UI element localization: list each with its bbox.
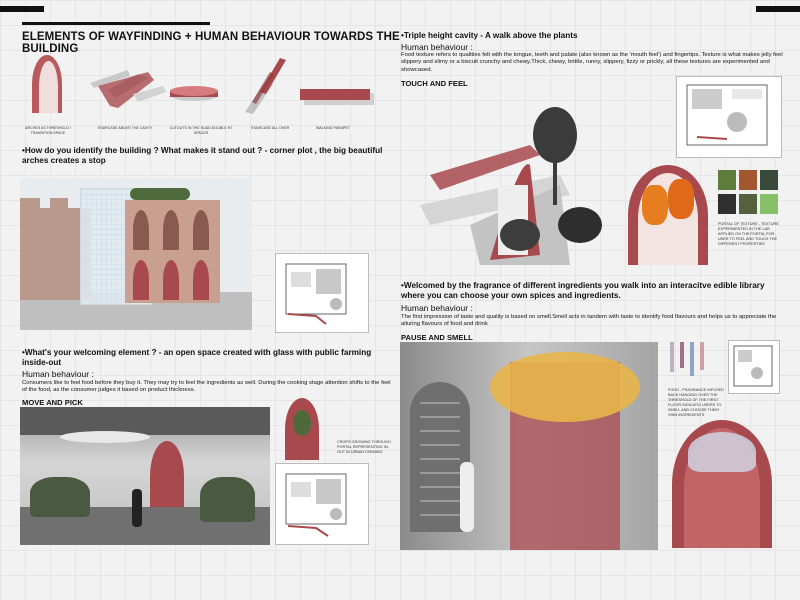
staircase-all-over-diagram [245, 58, 286, 114]
corner-bar-left [0, 6, 44, 12]
interior-render [20, 407, 270, 545]
corner-bar-right [756, 6, 800, 12]
page-title: ELEMENTS OF WAYFINDING + HUMAN BEHAVIOUR… [22, 31, 400, 55]
fragrance-subheading: PAUSE AND SMELL [401, 333, 473, 342]
fragrance-behaviour-label: Human behaviour : [401, 303, 473, 313]
fragrance-caption: FOOD - FRAGRANCE INFUSED BACK HANGING OV… [668, 388, 724, 417]
edible-library-render [400, 342, 658, 550]
site-plan-2 [275, 463, 369, 545]
site-plan-1 [275, 253, 369, 333]
cavity-subheading: TOUCH AND FEEL [401, 79, 468, 88]
welcome-subheading: MOVE AND PICK [22, 398, 83, 407]
element-caption-1: ARCHES AS THRESHOLD / TRANSITION SPACE [25, 126, 71, 135]
cavity-body: Food texture refers to qualities felt wi… [401, 52, 783, 73]
fragrance-body: The first impression of taste and qualit… [401, 314, 777, 328]
element-caption-3: CUTOUTS IN THE SLAB/ DOUBLE HT SPACES [169, 126, 233, 135]
element-caption-2: STAIRCASE ABOVE THE CAVITY [97, 126, 153, 130]
cavity-behaviour-label: Human behaviour : [401, 42, 473, 52]
roof-plants [130, 188, 190, 200]
fragrance-portal-image [672, 420, 777, 548]
floor-plan-fragrance [728, 340, 780, 394]
texture-swatches [718, 170, 780, 218]
title-rule [22, 22, 210, 25]
crop-caption: CROPS GROWING THROUGH PORTAL REPRESENTIN… [337, 440, 391, 454]
staircase-cavity-diagram [90, 70, 166, 108]
crop-portal-image [285, 398, 325, 460]
welcome-question: •What's your welcoming element ? - an op… [22, 348, 372, 367]
fragrance-question: •Welcomed by the fragrance of different … [401, 281, 765, 300]
brick-facade [125, 200, 220, 303]
arch-threshold-diagram [28, 55, 63, 113]
elements-row: ARCHES AS THRESHOLD / TRANSITION SPACE S… [18, 50, 398, 140]
floor-plan-cavity [676, 76, 782, 158]
welcome-body: Consumers like to feel food before they … [22, 380, 391, 394]
hanging-ingredient-images [668, 342, 708, 382]
identify-question: •How do you identify the building ? What… [22, 146, 383, 165]
cavity-question: •Triple height cavity - A walk above the… [401, 31, 578, 40]
element-caption-4: STAIRCASE ALL OVER [250, 126, 290, 130]
texture-portal-image [628, 165, 710, 265]
building-render [20, 178, 252, 330]
walking-parapet-diagram [300, 89, 374, 105]
portal-caption: PORTAL OF TEXTURE - TEXTURE EXPERIMENTED… [718, 222, 779, 246]
welcome-behaviour-label: Human behaviour : [22, 369, 94, 379]
element-caption-5: WALKING PARAPET [316, 126, 350, 130]
slab-cutout-diagram [170, 86, 218, 101]
cavity-staircase-render [410, 75, 625, 265]
adjacent-brick-building [20, 198, 90, 300]
